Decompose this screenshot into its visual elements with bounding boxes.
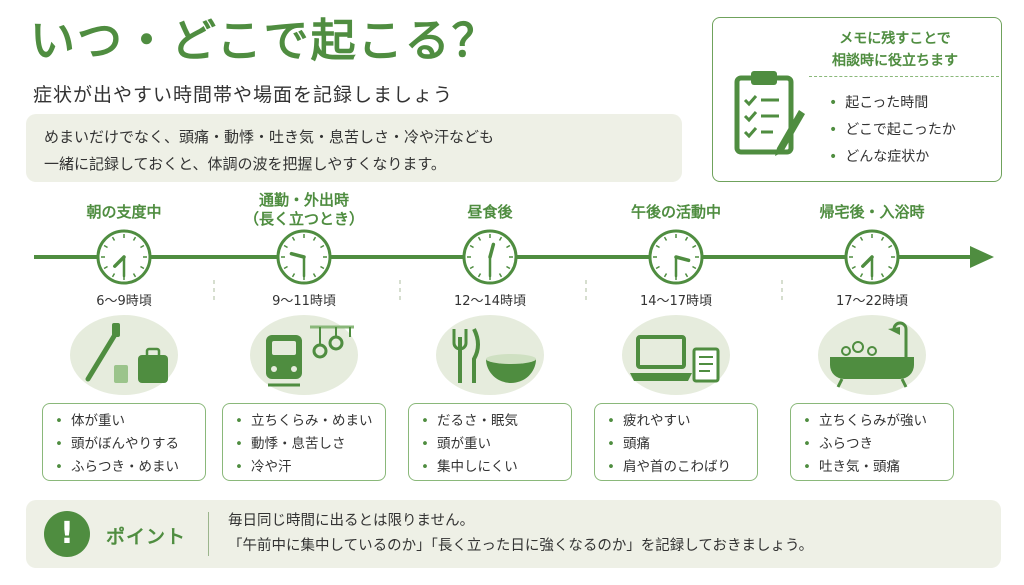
clock-icon bbox=[276, 229, 332, 285]
symptom-item: 立ちくらみ・めまい bbox=[235, 410, 373, 433]
clock-icon bbox=[844, 229, 900, 285]
exclamation-icon: ! bbox=[44, 511, 90, 557]
symptom-item: 頭痛 bbox=[607, 433, 745, 456]
symptom-item: 肩や首のこわばり bbox=[607, 456, 745, 479]
memo-item: 起こった時間 bbox=[829, 90, 956, 117]
slot-time: 9〜11時頃 bbox=[272, 294, 336, 309]
slot-time: 14〜17時頃 bbox=[639, 294, 713, 309]
memo-title-line-2: 相談時に役立ちます bbox=[832, 53, 958, 69]
symptom-item: 立ちくらみが強い bbox=[803, 410, 941, 433]
train-icon bbox=[266, 325, 354, 387]
scene-circle bbox=[250, 315, 358, 395]
slot-label: 午後の活動中 bbox=[630, 203, 721, 221]
symptom-item: 頭が重い bbox=[421, 433, 559, 456]
symptom-box: 立ちくらみ・めまい 動悸・息苦しさ 冷や汗 bbox=[222, 403, 386, 481]
symptom-box: 疲れやすい 頭痛 肩や首のこわばり bbox=[594, 403, 758, 481]
timeline-arrow-icon bbox=[970, 246, 994, 268]
point-line-1: 毎日同じ時間に出るとは限りません。 bbox=[228, 513, 475, 529]
scene-circle bbox=[436, 315, 544, 395]
memo-item: どんな症状か bbox=[829, 144, 956, 171]
point-line-2: 「午前中に集中しているのか」「長く立った日に強くなるのか」を記録しておきましょう… bbox=[228, 538, 814, 554]
slot-time: 6〜9時頃 bbox=[96, 294, 152, 309]
clock-icon bbox=[648, 229, 704, 285]
memo-list: 起こった時間 どこで起こったか どんな症状か bbox=[829, 90, 956, 171]
memo-title-line-1: メモに残すことで bbox=[839, 31, 951, 47]
slot-label-sub: （長く立つとき） bbox=[243, 210, 364, 228]
symptom-item: ふらつき bbox=[803, 433, 941, 456]
point-divider bbox=[208, 512, 209, 556]
clock-icon bbox=[462, 229, 518, 285]
symptom-item: 吐き気・頭痛 bbox=[803, 456, 941, 479]
symptom-item: 頭がぼんやりする bbox=[55, 433, 193, 456]
toothbrush-cup-bag-icon bbox=[85, 323, 168, 383]
symptom-item: 集中しにくい bbox=[421, 456, 559, 479]
timeline bbox=[34, 229, 994, 300]
memo-item: どこで起こったか bbox=[829, 117, 956, 144]
symptom-item: 冷や汗 bbox=[235, 456, 373, 479]
fork-knife-bowl-icon bbox=[452, 328, 536, 383]
intro-line-2: 一緒に記録しておくと、体調の波を把握しやすくなります。 bbox=[44, 155, 446, 173]
clock-icon bbox=[96, 229, 152, 285]
symptom-item: だるさ・眠気 bbox=[421, 410, 559, 433]
symptom-box: 体が重い 頭がぼんやりする ふらつき・めまい bbox=[42, 403, 206, 481]
point-label: ポイント bbox=[106, 526, 187, 548]
memo-divider bbox=[809, 76, 999, 77]
scene-circle bbox=[818, 315, 926, 395]
intro-box: めまいだけでなく、頭痛・動悸・吐き気・息苦しさ・冷や汗なども 一緒に記録しておく… bbox=[26, 114, 682, 182]
intro-line-1: めまいだけでなく、頭痛・動悸・吐き気・息苦しさ・冷や汗なども bbox=[44, 128, 495, 146]
point-text: 毎日同じ時間に出るとは限りません。 「午前中に集中しているのか」「長く立った日に… bbox=[228, 509, 813, 559]
clipboard-checklist-icon bbox=[734, 71, 805, 156]
slot-time: 17〜22時頃 bbox=[835, 294, 909, 309]
symptom-box: だるさ・眠気 頭が重い 集中しにくい bbox=[408, 403, 572, 481]
slot-label: 帰宅後・入浴時 bbox=[819, 203, 925, 221]
slot-label: 昼食後 bbox=[467, 203, 513, 221]
symptom-box: 立ちくらみが強い ふらつき 吐き気・頭痛 bbox=[790, 403, 954, 481]
laptop-document-icon bbox=[630, 335, 720, 383]
symptom-item: ふらつき・めまい bbox=[55, 456, 193, 479]
slot-time: 12〜14時頃 bbox=[453, 294, 527, 309]
bathtub-shower-icon bbox=[830, 321, 914, 388]
slot-label: 朝の支度中 bbox=[86, 203, 162, 221]
page-subtitle: 症状が出やすい時間帯や場面を記録しましょう bbox=[33, 84, 454, 106]
scene-circle bbox=[70, 315, 178, 395]
symptom-item: 動悸・息苦しさ bbox=[235, 433, 373, 456]
memo-box: メモに残すことで 相談時に役立ちます 起こった時間 どこで起こったか どんな症状… bbox=[712, 17, 1002, 182]
point-box: ! ポイント 毎日同じ時間に出るとは限りません。 「午前中に集中しているのか」「… bbox=[26, 500, 1001, 568]
symptom-item: 疲れやすい bbox=[607, 410, 745, 433]
slot-label: 通勤・外出時 bbox=[258, 191, 349, 209]
page-title: いつ・どこで起こる？ bbox=[30, 14, 499, 67]
memo-title: メモに残すことで 相談時に役立ちます bbox=[789, 28, 1001, 72]
symptom-item: 体が重い bbox=[55, 410, 193, 433]
scene-circle bbox=[622, 315, 730, 395]
